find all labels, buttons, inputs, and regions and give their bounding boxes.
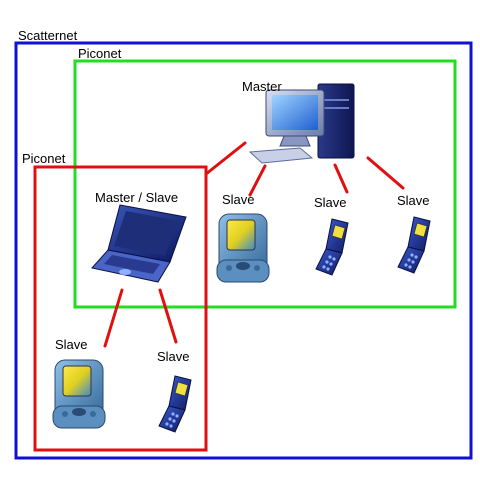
- scatternet-label: Scatternet: [18, 28, 78, 43]
- pda-icon: [216, 213, 270, 283]
- piconet-green-border: [73, 59, 457, 309]
- piconet-red-border: [33, 165, 208, 452]
- slave-pda-2-label: Slave: [55, 337, 88, 352]
- piconet-green-label: Piconet: [78, 46, 122, 61]
- flip-phone-icon: [158, 375, 192, 433]
- slave-phone-3-label: Slave: [157, 349, 190, 364]
- link-masterslave-phone3: [158, 288, 178, 344]
- slave-pda-1-label: Slave: [222, 192, 255, 207]
- master-slave-label: Master / Slave: [95, 190, 179, 205]
- link-master-masterslave: [204, 141, 247, 176]
- flip-phone-icon: [315, 218, 349, 276]
- flip-phone-icon: [397, 216, 431, 274]
- link-master-phone1: [333, 163, 349, 194]
- links: [103, 141, 405, 348]
- laptop-icon: [91, 204, 187, 283]
- piconet-red-label: Piconet: [22, 151, 66, 166]
- link-master-pda1: [248, 164, 267, 197]
- desktop-computer-icon: [248, 83, 355, 164]
- slave-phone-2-label: Slave: [397, 193, 430, 208]
- scatternet-border: [14, 41, 473, 460]
- link-masterslave-pda2: [103, 288, 124, 348]
- pda-icon: [52, 359, 106, 429]
- master-label: Master: [242, 79, 282, 94]
- link-master-phone2: [366, 156, 405, 190]
- slave-phone-1-label: Slave: [314, 195, 347, 210]
